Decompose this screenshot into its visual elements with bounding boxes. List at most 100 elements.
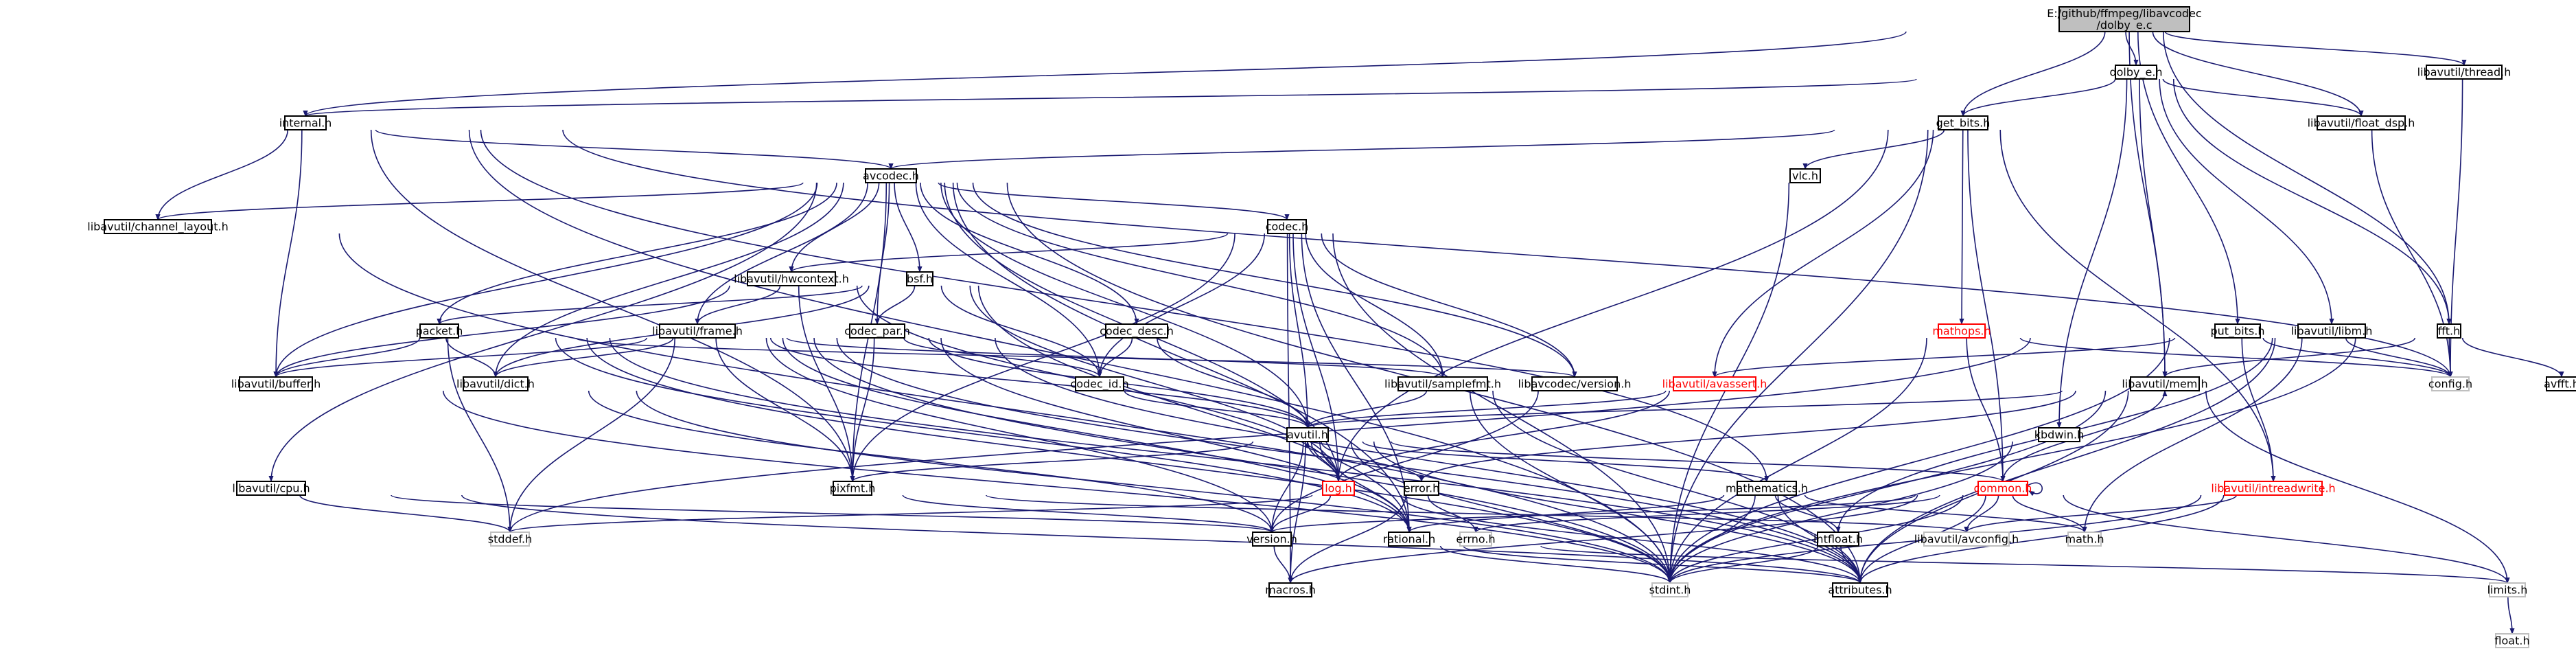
edge-dolby_e_h-to-kbdwin_h xyxy=(2056,78,2128,429)
node-box xyxy=(1977,481,2028,496)
edge-intfloat_h-to-stdint_h xyxy=(1667,545,1819,584)
node-mathematics-h[interactable]: mathematics.h xyxy=(1726,481,1808,496)
node-math-h[interactable]: math.h xyxy=(2065,532,2104,547)
edge-cpu_h-to-version_h xyxy=(391,494,1275,533)
node-box xyxy=(1923,532,2010,547)
node-label: mathematics.h xyxy=(1726,482,1808,495)
node-vlc-h[interactable]: vlc.h xyxy=(1789,168,1821,183)
edge-hwcontext_h-to-frame_h xyxy=(695,285,781,325)
edge-codec_h-to-macros_h xyxy=(1286,233,1293,584)
node-label: avcodec.h xyxy=(863,170,919,183)
edge-packet_h-to-stddef_h xyxy=(447,337,513,533)
node-fft-h[interactable]: fft.h xyxy=(2437,323,2461,339)
node-box xyxy=(1322,481,1355,496)
edge-root-to-thread_h xyxy=(2164,31,2467,66)
node-rational-h[interactable]: rational.h xyxy=(1383,532,1436,547)
node-label: libavutil/frame.h xyxy=(652,325,743,338)
node-thread-h[interactable]: libavutil/thread.h xyxy=(2417,65,2511,80)
edge-mathops_h-to-common_h xyxy=(1966,337,2006,482)
edge-kbdwin_h-to-stdint_h xyxy=(1667,441,2013,584)
node-errno-h[interactable]: errno.h xyxy=(1456,532,1496,547)
node-intreadwrite-h[interactable]: libavutil/intreadwrite.h xyxy=(2211,481,2336,496)
node-box xyxy=(849,323,905,339)
edge-frame_h-to-stdint_h xyxy=(813,337,1673,584)
edge-frame_h-to-attributes_h xyxy=(836,337,1863,584)
node-box xyxy=(659,323,736,339)
edge-internal_h-to-config_h xyxy=(562,129,2453,378)
node-label: libavutil/thread.h xyxy=(2417,66,2511,79)
edge-avcodec_h-to-avutil_h xyxy=(940,182,1310,429)
edge-common_h-to-errno_h xyxy=(1473,494,1940,533)
node-codec-par-h[interactable]: codec_par.h xyxy=(844,323,910,339)
edge-avutil_h-to-pixfmt_h xyxy=(850,441,1254,482)
node-root[interactable]: E:/github/ffmpeg/libavcodec/dolby_e.c xyxy=(2047,6,2202,32)
node-buffer-h[interactable]: libavutil/buffer.h xyxy=(231,376,321,391)
edge-avcodec_h-to-channel_layout_h xyxy=(155,182,804,220)
edge-get_bits_h-to-stdint_h xyxy=(1667,129,1929,584)
node-label: error.h xyxy=(1404,482,1440,495)
node-label: libavcodec/version.h xyxy=(1518,378,1632,391)
node-label: put_bits.h xyxy=(2210,325,2264,339)
node-box xyxy=(2546,376,2576,391)
node-box xyxy=(1105,323,1168,339)
node-float-h[interactable]: float.h xyxy=(2494,633,2530,648)
node-float-dsp-h[interactable]: libavutil/float_dsp.h xyxy=(2308,115,2415,130)
node-libm-h[interactable]: libavutil/libm.h xyxy=(2291,323,2373,339)
node-get-bits-h[interactable]: get_bits.h xyxy=(1936,115,1991,130)
node-dict-h[interactable]: libavutil/dict.h xyxy=(456,376,535,391)
edge-pixfmt_h-to-version_h xyxy=(902,494,1275,533)
node-avfft-h[interactable]: avfft.h xyxy=(2544,376,2576,391)
edge-packet_h-to-lavc_version_h xyxy=(575,337,1577,378)
node-avconfig-h[interactable]: libavutil/avconfig.h xyxy=(1914,532,2019,547)
node-hwcontext-h[interactable]: libavutil/hwcontext.h xyxy=(734,271,849,286)
edge-common_h-to-version_h xyxy=(1269,494,1916,533)
node-codec-h[interactable]: codec.h xyxy=(1266,219,1309,234)
node-config-h[interactable]: config.h xyxy=(2428,376,2472,391)
node-pixfmt-h[interactable]: pixfmt.h xyxy=(830,481,876,496)
node-bsf-h[interactable]: bsf.h xyxy=(906,271,933,286)
node-packet-h[interactable]: packet.h xyxy=(416,323,463,339)
node-channel-layout-h[interactable]: libavutil/channel_layout.h xyxy=(87,219,229,234)
node-error-h[interactable]: error.h xyxy=(1404,481,1440,496)
node-lavc-version-h[interactable]: libavcodec/version.h xyxy=(1518,376,1632,391)
node-label: codec_desc.h xyxy=(1100,325,1174,339)
node-version-h[interactable]: version.h xyxy=(1246,532,1297,547)
node-samplefmt-h[interactable]: libavutil/samplefmt.h xyxy=(1384,376,1501,391)
node-common-h[interactable]: common.h xyxy=(1974,481,2032,496)
node-frame-h[interactable]: libavutil/frame.h xyxy=(652,323,743,339)
edge-root-to-dolby_e_h xyxy=(2125,31,2139,66)
node-attributes-h[interactable]: attributes.h xyxy=(1828,582,1892,597)
node-log-h[interactable]: log.h xyxy=(1322,481,1355,496)
node-avassert-h[interactable]: libavutil/avassert.h xyxy=(1662,376,1767,391)
node-intfloat-h[interactable]: intfloat.h xyxy=(1813,532,1863,547)
node-box xyxy=(2437,323,2461,339)
edge-samplefmt_h-to-avutil_h xyxy=(1305,390,1428,429)
node-stddef-h[interactable]: stddef.h xyxy=(488,532,532,547)
node-label: libavutil/hwcontext.h xyxy=(734,273,849,286)
edge-codec_par_h-to-rational_h xyxy=(940,337,1412,533)
node-codec-id-h[interactable]: codec_id.h xyxy=(1070,376,1129,391)
edge-rational_h-to-attributes_h xyxy=(1463,545,1863,584)
node-label: libavutil/avconfig.h xyxy=(1914,533,2019,546)
node-internal-h[interactable]: internal.h xyxy=(279,115,332,130)
node-label: float.h xyxy=(2494,635,2529,648)
node-mem-h[interactable]: libavutil/mem.h xyxy=(2122,376,2208,391)
node-dolby-e-h[interactable]: dolby_e.h xyxy=(2109,65,2163,80)
node-codec-desc-h[interactable]: codec_desc.h xyxy=(1100,323,1174,339)
node-limits-h[interactable]: limits.h xyxy=(2487,582,2528,597)
node-box xyxy=(906,271,933,286)
edge-hwcontext_h-to-buffer_h xyxy=(273,285,730,378)
node-put-bits-h[interactable]: put_bits.h xyxy=(2210,323,2265,339)
node-stdint-h[interactable]: stdint.h xyxy=(1649,582,1691,597)
edge-common_h-to-math_h xyxy=(2012,494,2087,533)
edge-dolby_e_h-to-fft_h xyxy=(2172,78,2452,325)
node-kbdwin-h[interactable]: kbdwin.h xyxy=(2034,427,2084,442)
node-cpu-h[interactable]: libavutil/cpu.h xyxy=(232,481,310,496)
node-avutil-h[interactable]: avutil.h xyxy=(1286,427,1329,442)
node-box xyxy=(1459,532,1492,547)
node-avcodec-h[interactable]: avcodec.h xyxy=(863,168,919,183)
node-label: vlc.h xyxy=(1792,170,1818,183)
node-label: kbdwin.h xyxy=(2034,429,2084,442)
node-mathops-h[interactable]: mathops.h xyxy=(1932,323,1991,339)
node-macros-h[interactable]: macros.h xyxy=(1265,582,1316,597)
